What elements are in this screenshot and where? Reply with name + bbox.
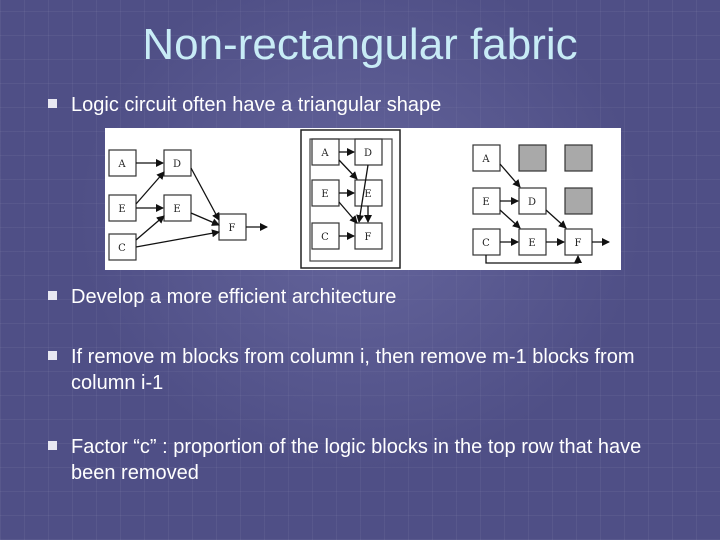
wire — [356, 164, 369, 223]
panel-a: A D E E C F — [108, 149, 268, 261]
block-label: C — [118, 243, 126, 254]
removed-block — [564, 187, 593, 215]
block-label: D — [364, 148, 372, 159]
panel-c: A E D C E F — [472, 144, 610, 264]
block — [518, 187, 547, 215]
wire — [135, 215, 165, 241]
wire — [135, 229, 220, 248]
bullet-3-text: If remove m blocks from column i, then r… — [71, 346, 635, 394]
circuit-diagram: A D E E C F A D — [108, 129, 610, 269]
square-bullet-icon — [48, 441, 57, 450]
block — [472, 144, 501, 172]
removed-block — [518, 144, 547, 172]
block — [354, 222, 383, 250]
wire — [190, 212, 220, 226]
bullet-1-text: Logic circuit often have a triangular sh… — [71, 94, 442, 116]
block-label: A — [117, 159, 126, 170]
block-label: E — [364, 189, 371, 200]
block-label: C — [321, 232, 329, 243]
block — [354, 138, 383, 166]
circuit-figure: A D E E C F A D — [105, 128, 621, 270]
block — [163, 194, 192, 222]
block-label: F — [365, 232, 372, 243]
square-bullet-icon — [48, 351, 57, 360]
removed-block — [564, 144, 593, 172]
block — [163, 149, 192, 177]
bullet-4-text: Factor “c” : proportion of the logic blo… — [71, 436, 642, 484]
block-label: E — [173, 204, 180, 215]
block-label: A — [320, 148, 329, 159]
block-label: F — [229, 223, 236, 234]
square-bullet-icon — [48, 291, 57, 300]
block-label: E — [528, 238, 535, 249]
block-label: E — [118, 204, 125, 215]
block-label: E — [482, 197, 489, 208]
slide-title: Non-rectangular fabric — [142, 20, 578, 69]
block-label: E — [321, 189, 328, 200]
wire — [485, 255, 582, 264]
wire — [135, 171, 165, 205]
wire — [190, 167, 220, 221]
block-label: C — [482, 238, 490, 249]
wire — [338, 159, 358, 180]
wire — [545, 209, 567, 229]
fabric-outline — [300, 129, 401, 269]
fabric-inner-outline — [309, 138, 393, 262]
panel-b: A D E E C F — [300, 129, 401, 269]
bullet-2-text: Develop a more efficient architecture — [71, 286, 397, 308]
block-label: D — [173, 159, 181, 170]
wire — [499, 163, 521, 188]
block-label: A — [481, 154, 490, 165]
wire — [499, 209, 521, 229]
block-label: F — [575, 238, 582, 249]
square-bullet-icon — [48, 99, 57, 108]
block-label: D — [528, 197, 536, 208]
wire — [338, 201, 358, 224]
